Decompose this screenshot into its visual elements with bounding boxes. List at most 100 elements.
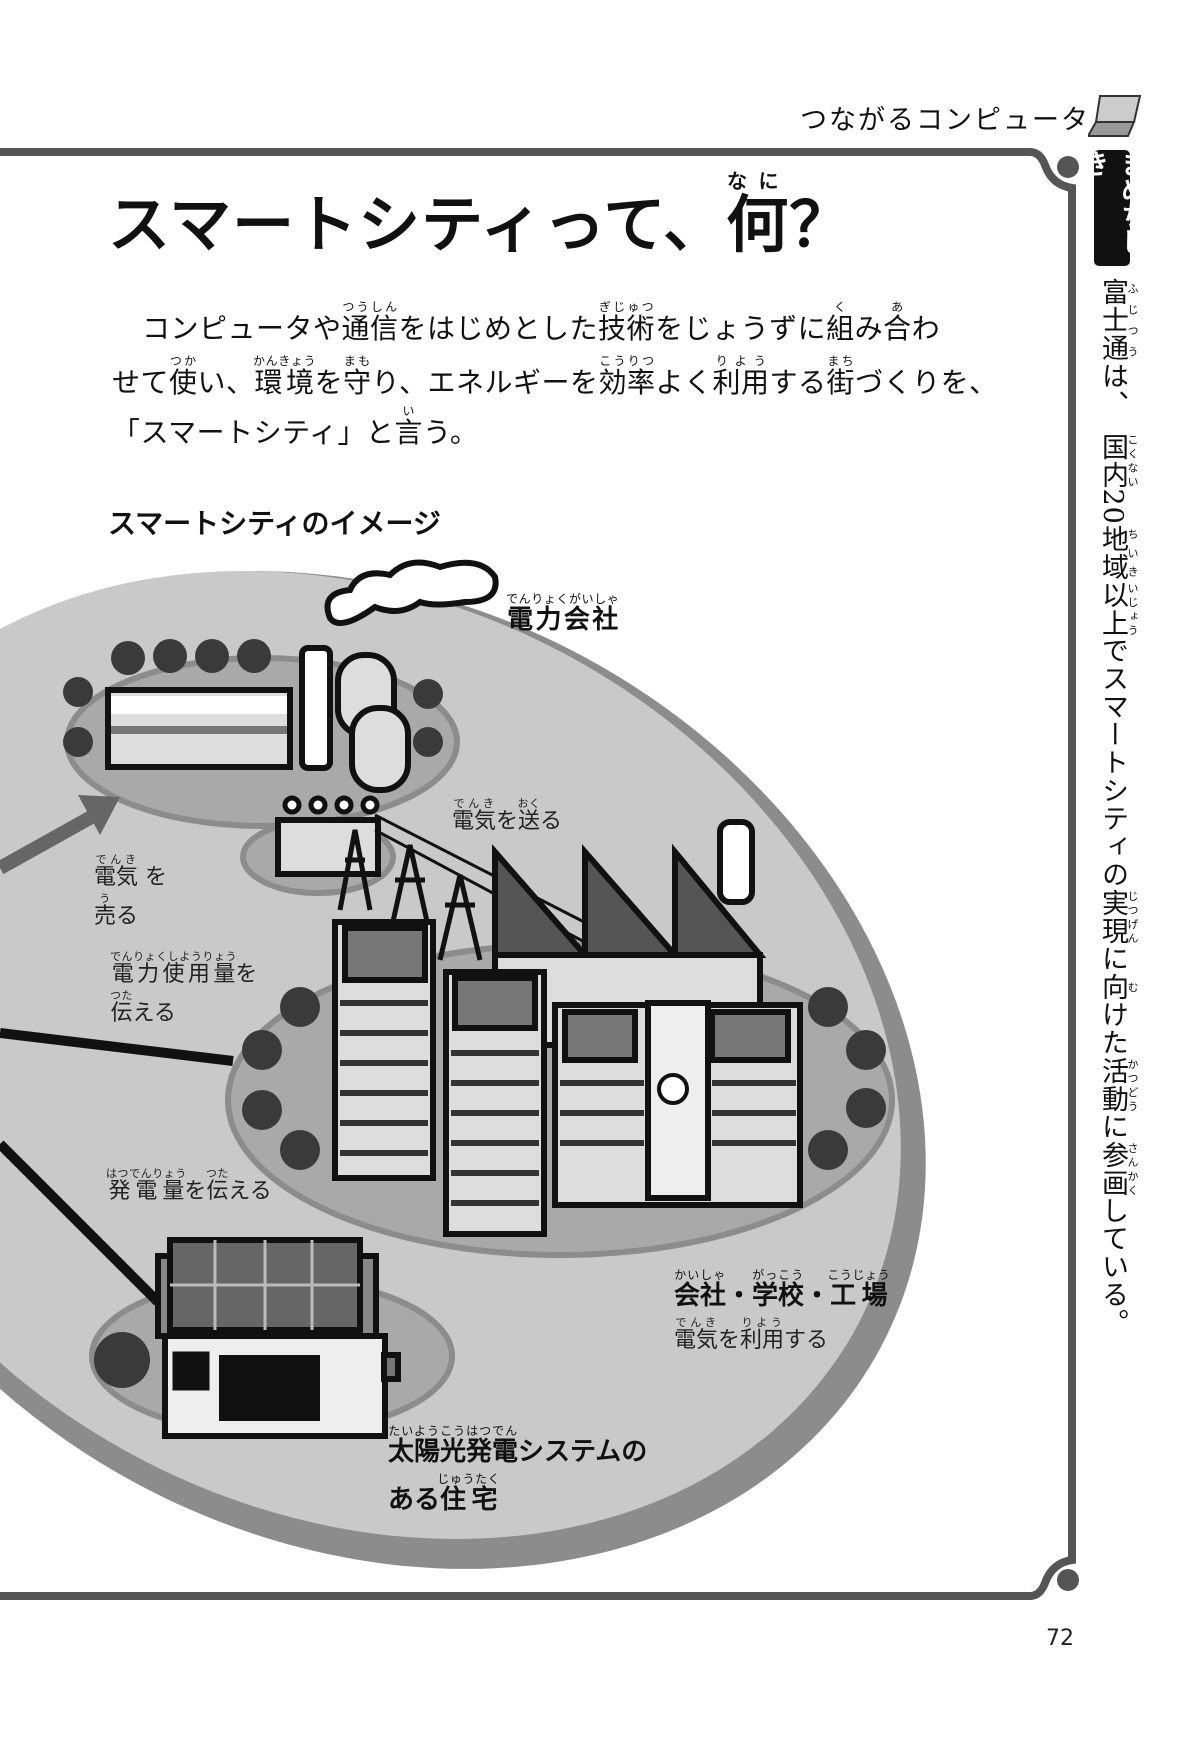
label-house-2: ある住宅じゅうたく	[388, 1472, 500, 1516]
ruby-word: 太陽光発電たいようこうはつでん	[388, 1424, 519, 1467]
text-segment: える	[132, 1001, 176, 1026]
furigana: はつでんりょう	[106, 1167, 187, 1180]
ruby-word: 国内こくない	[1097, 432, 1139, 489]
furigana: でんき	[674, 1316, 718, 1329]
smoke-cloud	[324, 559, 499, 627]
smart-meter	[172, 1351, 210, 1391]
label-facilities: 会社かいしゃ・学校がっこう・工場こうじょう	[674, 1268, 890, 1312]
frame-corner-dot-bottom	[1057, 1569, 1079, 1591]
window-stripes	[340, 1000, 796, 1206]
frame-border	[0, 148, 1076, 1600]
ruby-word: 組く	[826, 300, 855, 345]
text-segment: う。	[423, 416, 479, 449]
text-segment: する	[784, 1328, 829, 1353]
text-segment: 20	[1097, 488, 1128, 525]
ruby-word: 技術ぎじゅつ	[598, 300, 656, 345]
intro-line-1: コンピュータや通信つうしんをはじめとした技術ぎじゅつをじょうずに組くみ合あわ	[112, 300, 940, 347]
ruby-word: 伝つた	[110, 989, 134, 1026]
solar-house	[155, 1237, 401, 1439]
usage-data-line	[0, 1028, 234, 1066]
label-power-company: 電力会社でんりょくがいしゃ	[506, 592, 619, 636]
text-segment: ？	[789, 188, 853, 261]
arrow-head-icon	[78, 795, 120, 835]
text-segment: コンピュータや	[142, 312, 342, 345]
ruby-word: 参画さんかく	[1097, 1140, 1139, 1197]
ruby-word: 活動かつどう	[1097, 1056, 1139, 1113]
furigana: じつげん	[1126, 888, 1139, 945]
furigana: じゅうたく	[437, 1472, 501, 1486]
gas-tank	[349, 705, 411, 793]
furigana: りよう	[712, 354, 770, 368]
text-segment: を	[718, 1328, 741, 1353]
text-segment: り、エネルギーを	[371, 366, 599, 399]
label-use-power: 電気でんきを利用りようする	[674, 1316, 828, 1354]
label-usage-1: 電力使用量でんりょくしようりょうを	[110, 950, 257, 988]
furigana: ふじつう	[1126, 278, 1139, 362]
chimney	[299, 645, 333, 771]
furigana: こくない	[1126, 432, 1139, 489]
text-segment: よく	[655, 366, 713, 399]
furigana: りよう	[740, 1316, 785, 1329]
ruby-word: 電気でんき	[452, 797, 497, 834]
trivia-text: 富士通ふじつうは、 国内こくない20地域ちいき以上いじょうでスマートシティの実現…	[1090, 278, 1139, 1338]
ruby-word: 富士通ふじつう	[1097, 278, 1139, 362]
furigana: ぎじゅつ	[598, 300, 656, 314]
ruby-word: 利用りよう	[712, 354, 770, 399]
text-segment: に	[1097, 944, 1128, 973]
text-segment: る	[116, 904, 139, 929]
furigana: く	[826, 300, 855, 314]
ruby-word: 住宅じゅうたく	[437, 1472, 501, 1515]
furigana: かんきょう	[253, 354, 317, 368]
frame-corner-dot-top	[1057, 156, 1079, 178]
ruby-word: 何なに	[726, 169, 790, 261]
ruby-word: 工場こうじょう	[827, 1268, 891, 1311]
text-segment: を	[496, 809, 519, 834]
trees	[63, 639, 886, 1388]
ruby-word: 送おく	[517, 797, 541, 834]
text-segment: い、	[197, 366, 255, 399]
ruby-word: 合あ	[883, 300, 912, 345]
laptop-icon	[1088, 95, 1142, 137]
furigana: いじょう	[1126, 580, 1139, 637]
text-segment: 「スマートシティ」と	[112, 416, 395, 449]
ruby-word: 電気でんき	[674, 1316, 719, 1353]
ruby-word: 効率こうりつ	[598, 354, 656, 399]
text-segment: を	[314, 366, 344, 399]
furigana: がっこう	[752, 1268, 805, 1282]
ruby-word: 守まも	[343, 354, 372, 399]
ruby-word: 街まち	[826, 354, 856, 399]
furigana: つうしん	[341, 300, 399, 314]
furigana: でんりょくしようりょう	[110, 950, 238, 963]
text-segment: を	[138, 865, 168, 890]
page-number: 72	[1046, 1626, 1074, 1651]
furigana: なに	[726, 169, 790, 193]
ruby-word: 通信つうしん	[341, 300, 399, 345]
ruby-word: 言い	[394, 404, 423, 449]
page-title: スマートシティって、何なに？	[108, 169, 853, 264]
ruby-word: 会社かいしゃ	[674, 1268, 727, 1311]
ruby-word: 学校がっこう	[752, 1268, 805, 1311]
text-segment: る	[540, 809, 563, 834]
text-segment: せて	[112, 366, 170, 399]
furigana: ちいき	[1126, 524, 1139, 581]
label-generation: 発電量はつでんりょうを伝つたえる	[106, 1167, 272, 1205]
ruby-word: 伝つた	[205, 1167, 229, 1204]
furigana: でんき	[452, 797, 496, 810]
furigana: かつどう	[1126, 1056, 1139, 1113]
text-segment: ・	[804, 1281, 831, 1311]
text-segment: に	[1097, 1112, 1128, 1141]
ruby-word: 環境かんきょう	[253, 354, 317, 399]
text-segment: ・	[726, 1281, 753, 1311]
ruby-word: 地域ちいき	[1097, 524, 1139, 581]
illustration-heading: スマートシティのイメージ	[108, 507, 441, 540]
label-sell-power-2: 売うる	[94, 892, 138, 930]
text-segment: をじょうずに	[655, 312, 827, 345]
furigana: でんりょくがいしゃ	[506, 592, 620, 606]
office-tower	[332, 919, 803, 1237]
clock-icon	[657, 1073, 689, 1105]
smart-city-illustration	[0, 559, 926, 1569]
ruby-word: 電力使用量でんりょくしようりょう	[110, 950, 238, 987]
furigana: まち	[826, 354, 856, 368]
furigana: む	[1126, 972, 1139, 1001]
